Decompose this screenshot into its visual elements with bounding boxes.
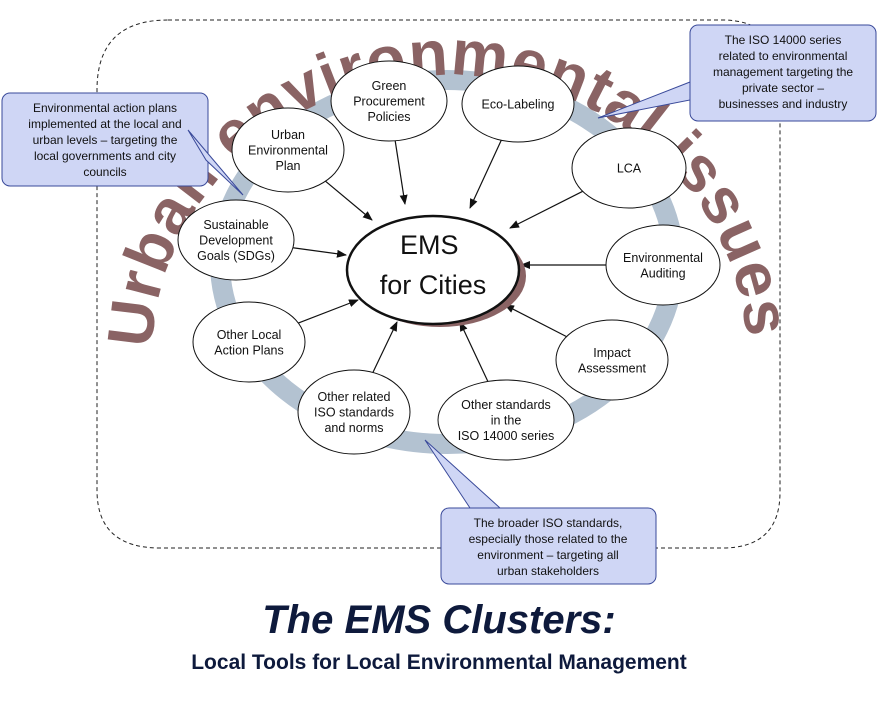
node-eco-labeling: Eco-Labeling: [461, 65, 575, 143]
arrow-sdgs: [292, 247, 347, 258]
node-line: Policies: [367, 110, 410, 124]
callout-line: councils: [83, 165, 126, 179]
center-line-1: EMS: [400, 230, 459, 260]
center-node: [345, 214, 521, 326]
node-line: in the: [491, 414, 522, 428]
node-ellipse-lca: [571, 127, 687, 209]
node-line: and norms: [324, 421, 383, 435]
callout-line: Environmental action plans: [33, 101, 177, 115]
callout-box-broader-iso: [440, 507, 657, 585]
callout-line: management targeting the: [713, 65, 853, 79]
node-line: Plan: [275, 159, 300, 173]
arrow-other-iso-standards: [372, 321, 398, 373]
node-line: Action Plans: [214, 343, 283, 357]
node-line: Urban: [271, 128, 305, 142]
callout-broader-iso: The broader ISO standards, especially tho…: [424, 439, 657, 585]
callout-tail-local-government: [187, 129, 244, 196]
node-line: Eco-Labeling: [482, 98, 555, 112]
node-line: ISO standards: [314, 406, 394, 420]
node-line: Assessment: [578, 361, 647, 375]
callout-line: environment – targeting all: [477, 548, 618, 562]
node-ellipse-green-procurement: [330, 60, 448, 142]
callout-line: businesses and industry: [719, 97, 848, 111]
node-label-eco-labeling: Eco-Labeling: [482, 98, 555, 112]
node-lca: LCA: [571, 127, 687, 209]
node-ellipse-urban-environmental-plan: [231, 107, 345, 193]
callout-box-local-government: [1, 92, 209, 187]
callout-line: urban levels – targeting the: [33, 133, 178, 147]
callout-text-broader-iso: The broader ISO standards, especially tho…: [469, 516, 628, 578]
arrow-impact-assessment: [504, 304, 567, 338]
callout-tail-iso14000: [597, 81, 691, 119]
callout-line: urban stakeholders: [497, 564, 599, 578]
node-line: Environmental: [623, 251, 703, 265]
node-line: Other Local: [217, 328, 282, 342]
center-line-2: for Cities: [380, 270, 487, 300]
node-line: ISO 14000 series: [458, 429, 555, 443]
node-label-lca: LCA: [617, 162, 642, 176]
node-line: Other related: [318, 390, 391, 404]
node-line: Goals (SDGs): [197, 249, 275, 263]
node-line: Auditing: [640, 266, 685, 280]
callout-line: especially those related to the: [469, 532, 628, 546]
callout-tail-broader-iso: [424, 439, 502, 509]
callout-line: implemented at the local and: [28, 117, 181, 131]
node-ellipse-sdgs: [177, 199, 295, 281]
node-ellipse-eco-labeling: [461, 65, 575, 143]
footer-title: The EMS Clusters:: [262, 598, 616, 642]
callout-text-iso14000: The ISO 14000 series related to environme…: [713, 33, 853, 111]
callout-line: private sector –: [742, 81, 824, 95]
arrow-other-local-action: [298, 299, 359, 324]
node-ellipse-other-iso14000: [437, 379, 575, 461]
callout-iso14000: The ISO 14000 series related to environme…: [597, 24, 877, 122]
node-ellipse-other-iso-standards: [297, 369, 411, 455]
callout-line: local governments and city: [34, 149, 176, 163]
callout-text-local-government: Environmental action plans implemented at…: [28, 101, 181, 179]
arrow-eco-labeling: [469, 140, 502, 209]
node-line: Other standards: [461, 398, 551, 412]
callouts-layer: Environmental action plans implemented at…: [1, 24, 877, 585]
node-line: Sustainable: [203, 218, 268, 232]
node-line: LCA: [617, 162, 642, 176]
node-ellipse-other-local-action: [192, 301, 306, 383]
node-ellipse-impact-assessment: [555, 319, 669, 401]
arrow-other-iso14000: [459, 321, 489, 382]
callout-line: The ISO 14000 series: [725, 33, 842, 47]
arrow-lca: [509, 190, 583, 229]
center-label: EMS for Cities: [380, 230, 487, 300]
node-line: Development: [199, 234, 273, 248]
callout-line: related to environmental: [719, 49, 848, 63]
footer-subtitle: Local Tools for Local Environmental Mana…: [191, 651, 687, 674]
node-line: Environmental: [248, 144, 328, 158]
node-line: Impact: [593, 346, 631, 360]
arrows-layer: [292, 140, 606, 382]
callout-local-government: Environmental action plans implemented at…: [1, 92, 244, 196]
node-ellipse-environmental-auditing: [605, 224, 721, 306]
node-line: Procurement: [353, 95, 425, 109]
arrow-urban-environmental-plan: [325, 180, 373, 221]
arrow-green-procurement: [394, 140, 408, 205]
callout-line: The broader ISO standards,: [474, 516, 623, 530]
node-line: Green: [372, 79, 407, 93]
callout-box-iso14000: [689, 24, 877, 122]
